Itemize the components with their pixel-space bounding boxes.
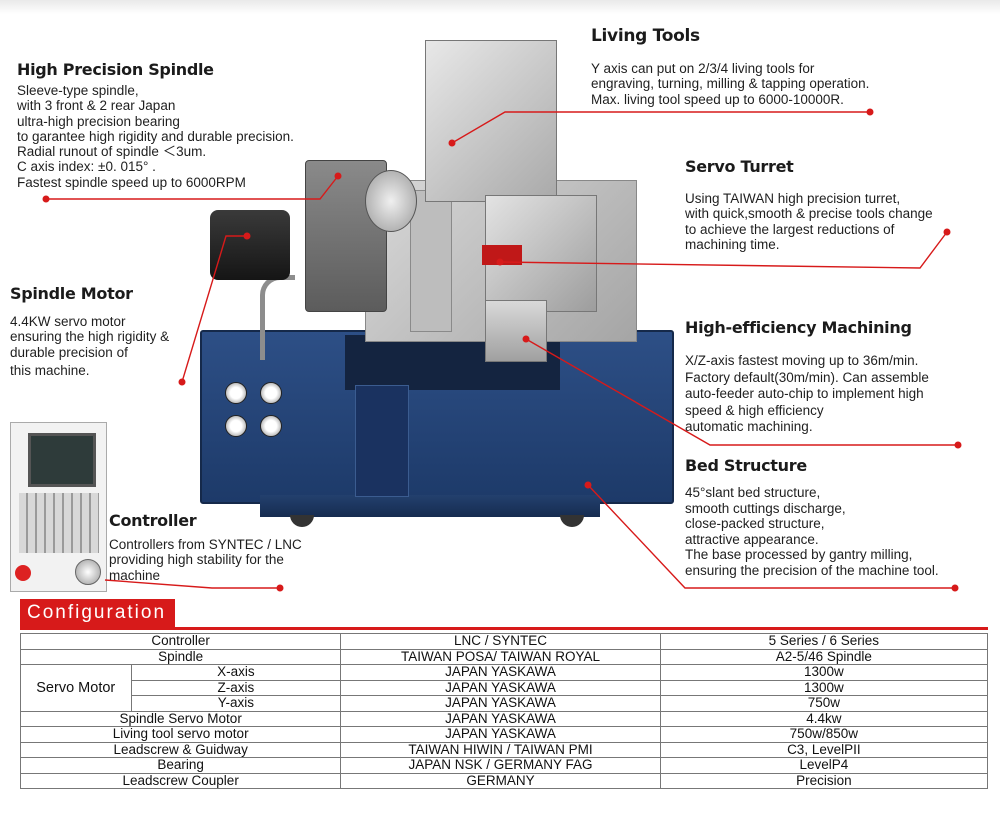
- table-row: Y-axis JAPAN YASKAWA 750w: [21, 695, 989, 712]
- bed-structure-desc: 45°slant bed structure, smooth cuttings …: [685, 485, 939, 578]
- turret-tool-holder: [482, 245, 522, 265]
- table-cell: Leadscrew & Guidway: [19, 741, 342, 758]
- leveling-foot: [290, 515, 314, 527]
- controller-panel-image: [10, 422, 107, 592]
- table-row: Servo Motor X-axis JAPAN YASKAWA 1300w: [20, 664, 989, 712]
- emergency-stop-icon: [15, 565, 31, 581]
- table-cell: Y-axis: [130, 695, 342, 712]
- servo-turret-heading: Servo Turret: [685, 157, 794, 176]
- handwheel-icon: [75, 559, 101, 585]
- table-cell: JAPAN YASKAWA: [340, 664, 661, 681]
- y-axis-living-tool: [425, 40, 557, 202]
- spindle-desc: Sleeve-type spindle, with 3 front & 2 re…: [17, 83, 294, 190]
- table-cell: JAPAN NSK / GERMANY FAG: [340, 757, 661, 774]
- table-cell: TAIWAN HIWIN / TAIWAN PMI: [340, 741, 661, 758]
- table-cell: JAPAN YASKAWA: [340, 679, 661, 696]
- table-row: Z-axis JAPAN YASKAWA 1300w: [21, 679, 989, 696]
- pressure-gauge: [225, 415, 247, 437]
- table-cell: 1300w: [659, 664, 989, 681]
- leveling-foot: [560, 515, 584, 527]
- configuration-divider: [20, 627, 988, 630]
- machining-heading: High-efficiency Machining: [685, 318, 912, 337]
- table-cell: 4.4kw: [659, 710, 989, 727]
- table-cell: LNC / SYNTEC: [340, 633, 661, 650]
- table-cell: X-axis: [130, 664, 342, 681]
- controller-screen: [28, 433, 96, 487]
- table-cell: Precision: [659, 772, 989, 789]
- table-row: Bearing JAPAN NSK / GERMANY FAG LevelP4: [19, 757, 989, 774]
- controller-heading: Controller: [109, 511, 197, 530]
- table-cell: JAPAN YASKAWA: [340, 710, 661, 727]
- configuration-table: Controller LNC / SYNTEC 5 Series / 6 Ser…: [19, 633, 989, 789]
- servo-turret-desc: Using TAIWAN high precision turret, with…: [685, 191, 933, 252]
- table-cell: Z-axis: [130, 679, 342, 696]
- table-cell: Servo Motor: [20, 664, 132, 712]
- gauge-panel: [355, 385, 409, 497]
- table-row: Spindle Servo Motor JAPAN YASKAWA 4.4kw: [19, 710, 989, 727]
- cnc-lathe-image: [170, 30, 690, 540]
- living-tools-desc: Y axis can put on 2/3/4 living tools for…: [591, 61, 870, 107]
- machining-desc: X/Z-axis fastest moving up to 36m/min. F…: [685, 353, 929, 434]
- table-cell: Controller: [19, 633, 342, 650]
- table-cell: GERMANY: [340, 772, 661, 789]
- table-cell: Bearing: [19, 757, 342, 774]
- pressure-gauge: [260, 382, 282, 404]
- spindle-motor-desc: 4.4KW servo motor ensuring the high rigi…: [10, 314, 170, 378]
- table-cell: A2-5/46 Spindle: [659, 648, 989, 665]
- table-row: Leadscrew & Guidway TAIWAN HIWIN / TAIWA…: [19, 741, 989, 758]
- way-cover: [485, 300, 547, 362]
- configuration-title: Configuration: [20, 599, 175, 627]
- table-cell: TAIWAN POSA/ TAIWAN ROYAL: [340, 648, 661, 665]
- spindle-heading: High Precision Spindle: [17, 60, 214, 79]
- pressure-gauge: [260, 415, 282, 437]
- machine-base: [260, 495, 600, 517]
- table-cell: 1300w: [659, 679, 989, 696]
- table-cell: Spindle: [19, 648, 342, 665]
- table-cell: Leadscrew Coupler: [19, 772, 342, 789]
- table-row: Spindle TAIWAN POSA/ TAIWAN ROYAL A2-5/4…: [19, 648, 989, 665]
- controller-keypad: [19, 493, 99, 553]
- table-cell: Living tool servo motor: [19, 726, 342, 743]
- table-cell: JAPAN YASKAWA: [340, 695, 661, 712]
- table-cell: 750w: [659, 695, 989, 712]
- table-row: Controller LNC / SYNTEC 5 Series / 6 Ser…: [19, 633, 989, 650]
- table-row: Leadscrew Coupler GERMANY Precision: [19, 772, 989, 789]
- table-row: Living tool servo motor JAPAN YASKAWA 75…: [19, 726, 989, 743]
- spindle-motor-heading: Spindle Motor: [10, 284, 133, 303]
- living-tools-heading: Living Tools: [591, 26, 700, 46]
- table-cell: JAPAN YASKAWA: [340, 726, 661, 743]
- top-band: [0, 0, 1000, 14]
- table-cell: LevelP4: [659, 757, 989, 774]
- table-cell: 5 Series / 6 Series: [659, 633, 989, 650]
- table-cell: 750w/850w: [659, 726, 989, 743]
- controller-desc: Controllers from SYNTEC / LNC providing …: [109, 537, 302, 583]
- chuck: [365, 170, 417, 232]
- bed-structure-heading: Bed Structure: [685, 456, 807, 475]
- pressure-gauge: [225, 382, 247, 404]
- table-cell: C3, LevelPII: [659, 741, 989, 758]
- table-cell: Spindle Servo Motor: [19, 710, 342, 727]
